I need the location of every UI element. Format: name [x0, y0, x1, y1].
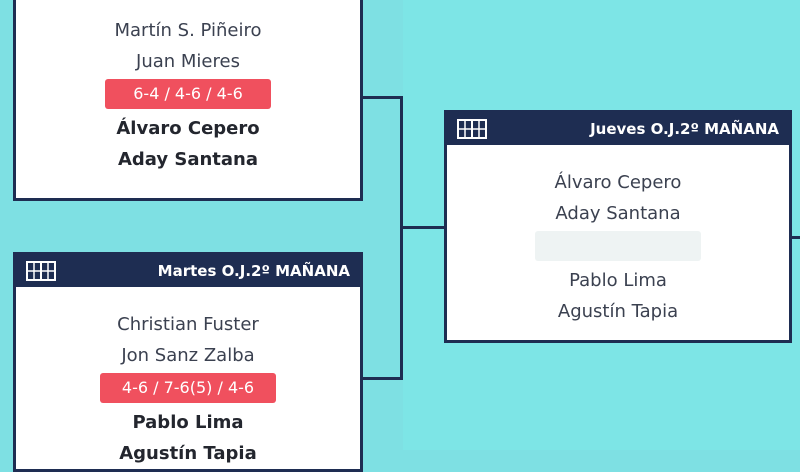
team2-player2: Agustín Tapia	[557, 301, 679, 322]
team1-player1: Christian Fuster	[117, 314, 259, 335]
team2-player1: Álvaro Cepero	[116, 118, 260, 139]
team1-player2: Jon Sanz Zalba	[121, 345, 255, 366]
team2-player1: Pablo Lima	[132, 412, 244, 433]
connector-top-horizontal	[362, 96, 402, 99]
team1-player2: Aday Santana	[555, 203, 681, 224]
match-schedule: Jueves O.J.2º MAÑANA	[590, 120, 779, 138]
score-badge: 4-6 / 7-6(5) / 4-6	[100, 373, 276, 403]
team1-player1: Martín S. Piñeiro	[114, 20, 262, 41]
team1-player2: Juan Mieres	[136, 51, 240, 72]
team2-player1: Pablo Lima	[569, 270, 667, 291]
connector-outgoing	[790, 236, 800, 239]
match-schedule: Martes O.J.2º MAÑANA	[157, 262, 350, 280]
score-badge	[535, 231, 701, 261]
match-header: Martes O.J.2º MAÑANA	[16, 255, 360, 287]
connector-bottom-horizontal	[362, 377, 402, 380]
score-badge: 6-4 / 4-6 / 4-6	[105, 79, 271, 109]
team2-player2: Aday Santana	[117, 149, 259, 170]
team2-player2: Agustín Tapia	[119, 443, 257, 464]
match-card-1[interactable]: Martín S. Piñeiro Juan Mieres 6-4 / 4-6 …	[13, 0, 363, 201]
court-icon	[457, 119, 487, 139]
connector-to-next-round	[400, 226, 446, 229]
match-card-2[interactable]: Martes O.J.2º MAÑANA Christian Fuster Jo…	[13, 252, 363, 472]
team1-player1: Álvaro Cepero	[554, 172, 682, 193]
match-card-3[interactable]: Jueves O.J.2º MAÑANA Álvaro Cepero Aday …	[444, 110, 792, 343]
court-icon	[26, 261, 56, 281]
match-header: Jueves O.J.2º MAÑANA	[447, 113, 789, 145]
connector-vertical	[400, 96, 403, 380]
